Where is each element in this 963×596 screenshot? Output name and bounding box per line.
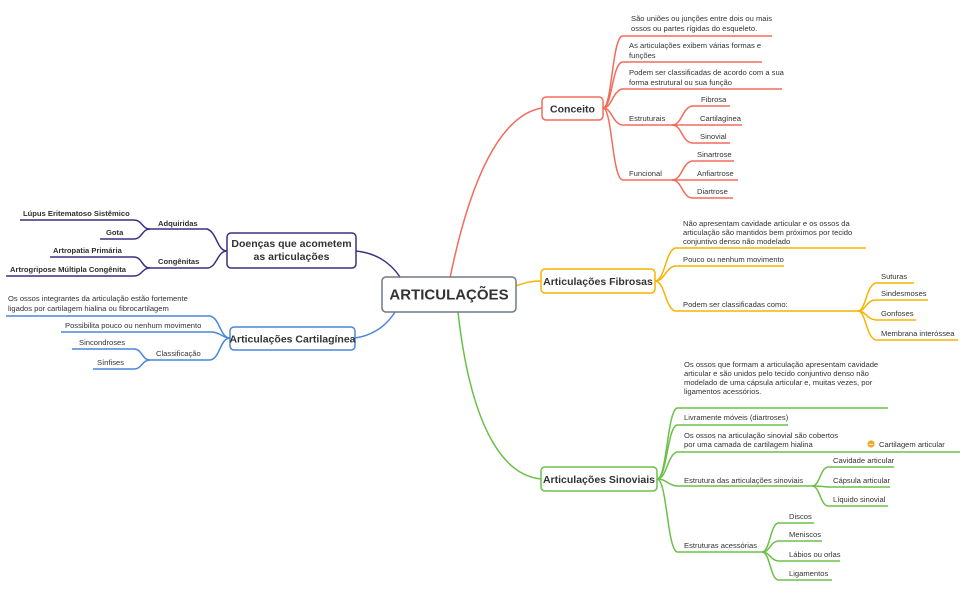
topic-fibrosas-label: Articulações Fibrosas xyxy=(543,276,653,288)
fibrosas-gonfoses[interactable]: Gonfoses xyxy=(881,309,914,318)
sinoviais-cartilagem-articular[interactable]: Cartilagem articular xyxy=(879,440,945,449)
acessorias-ligamentos[interactable]: Ligamentos xyxy=(789,569,828,578)
topic-conceito[interactable] xyxy=(541,96,604,121)
conceito-def1: São uniões ou junções entre dois ou mais… xyxy=(631,14,772,33)
acessorias-labios[interactable]: Lábios ou orlas xyxy=(789,550,841,559)
branch-conceito: Conceito São uniões ou junções entre doi… xyxy=(541,14,785,199)
branch-sinoviais: Articulações Sinoviais Os ossos que form… xyxy=(540,360,960,581)
fibrosas-suturas[interactable]: Suturas xyxy=(881,272,907,281)
topic-cartilaginea-label: Articulações Cartilagínea xyxy=(229,334,355,346)
doencas-lupus[interactable]: Lúpus Eritematoso Sistêmico xyxy=(23,209,130,218)
doencas-gota[interactable]: Gota xyxy=(106,228,124,237)
fibrosas-membrana[interactable]: Membrana interóssea xyxy=(881,329,955,338)
acessorias-meniscos[interactable]: Meniscos xyxy=(789,530,821,539)
sinoviais-acessorias[interactable]: Estruturas acessórias xyxy=(684,541,757,550)
topic-sinoviais[interactable] xyxy=(540,466,658,492)
funcional-sinartrose[interactable]: Sinartrose xyxy=(697,150,732,159)
fibrosas-def1: Não apresentam cavidade articular e os o… xyxy=(683,219,852,246)
main-branch-sinoviais xyxy=(457,311,542,480)
estrutura-liquido[interactable]: Líquido sinovial xyxy=(833,495,886,504)
estrutura-cavidade[interactable]: Cavidade articular xyxy=(833,456,895,465)
sinoviais-def3: Os ossos na articulação sinovial são cob… xyxy=(684,431,838,449)
conceito-def3: Podem ser classificadas de acordo com a … xyxy=(629,68,785,87)
funcional-anfiartrose[interactable]: Anfiartrose xyxy=(697,169,734,178)
sinoviais-estrutura[interactable]: Estrutura das articulações sinoviais xyxy=(684,476,803,485)
cartilaginea-def2: Possibilita pouco ou nenhum movimento xyxy=(65,321,201,330)
conceito-funcional[interactable]: Funcional xyxy=(629,169,662,178)
topic-fibrosas[interactable] xyxy=(540,268,656,294)
estrutura-capsula[interactable]: Cápsula articular xyxy=(833,476,890,485)
acessorias-discos[interactable]: Discos xyxy=(789,512,812,521)
fibrosas-class[interactable]: Podem ser classificadas como: xyxy=(683,300,788,309)
main-branch-fibrosas xyxy=(514,280,542,287)
topic-conceito-label: Conceito xyxy=(550,104,595,116)
estruturais-sinovial[interactable]: Sinovial xyxy=(700,132,727,141)
fibrosas-sindesmoses[interactable]: Sindesmoses xyxy=(881,289,927,298)
fibrosas-def2: Pouco ou nenhum movimento xyxy=(683,255,784,264)
conceito-estruturais[interactable]: Estruturais xyxy=(629,114,665,123)
branch-fibrosas: Articulações Fibrosas Não apresentam cav… xyxy=(540,219,958,341)
doencas-artropatia[interactable]: Artropatia Primária xyxy=(53,246,123,255)
topic-cartilaginea[interactable] xyxy=(229,326,356,351)
funcional-diartrose[interactable]: Diartrose xyxy=(697,187,728,196)
doencas-adquiridas[interactable]: Adquiridas xyxy=(158,219,198,228)
doencas-artrogripose[interactable]: Artrogripose Múltipla Congênita xyxy=(10,265,127,274)
class-sinfises[interactable]: Sínfises xyxy=(97,358,124,367)
branch-cartilaginea: Articulações Cartilagínea Os ossos integ… xyxy=(6,294,356,370)
central-topic-label: ARTICULAÇÕES xyxy=(389,286,508,304)
collapse-toggle-glyph: − xyxy=(868,441,874,449)
sinoviais-def2: Livramente móveis (diartroses) xyxy=(684,413,789,422)
collapse-toggle-icon[interactable] xyxy=(867,440,875,448)
doencas-congenitas[interactable]: Congênitas xyxy=(158,257,199,266)
topic-sinoviais-label: Articulações Sinoviais xyxy=(543,474,655,486)
estruturais-cartilaginea[interactable]: Cartilagínea xyxy=(700,114,742,123)
main-branch-doencas xyxy=(355,250,401,278)
topic-doencas[interactable] xyxy=(226,232,357,269)
main-branch-conceito xyxy=(449,107,543,279)
sinoviais-def1: Os ossos que formam a articulação aprese… xyxy=(684,360,878,396)
main-branch-cartilaginea xyxy=(354,311,396,339)
estruturais-fibrosa[interactable]: Fibrosa xyxy=(701,95,727,104)
cartilaginea-class[interactable]: Classificação xyxy=(156,349,201,358)
cartilaginea-def1: Os ossos integrantes da articulação estã… xyxy=(8,294,188,313)
central-topic-box[interactable] xyxy=(381,276,517,313)
class-sincondroses[interactable]: Sincondroses xyxy=(79,338,125,347)
